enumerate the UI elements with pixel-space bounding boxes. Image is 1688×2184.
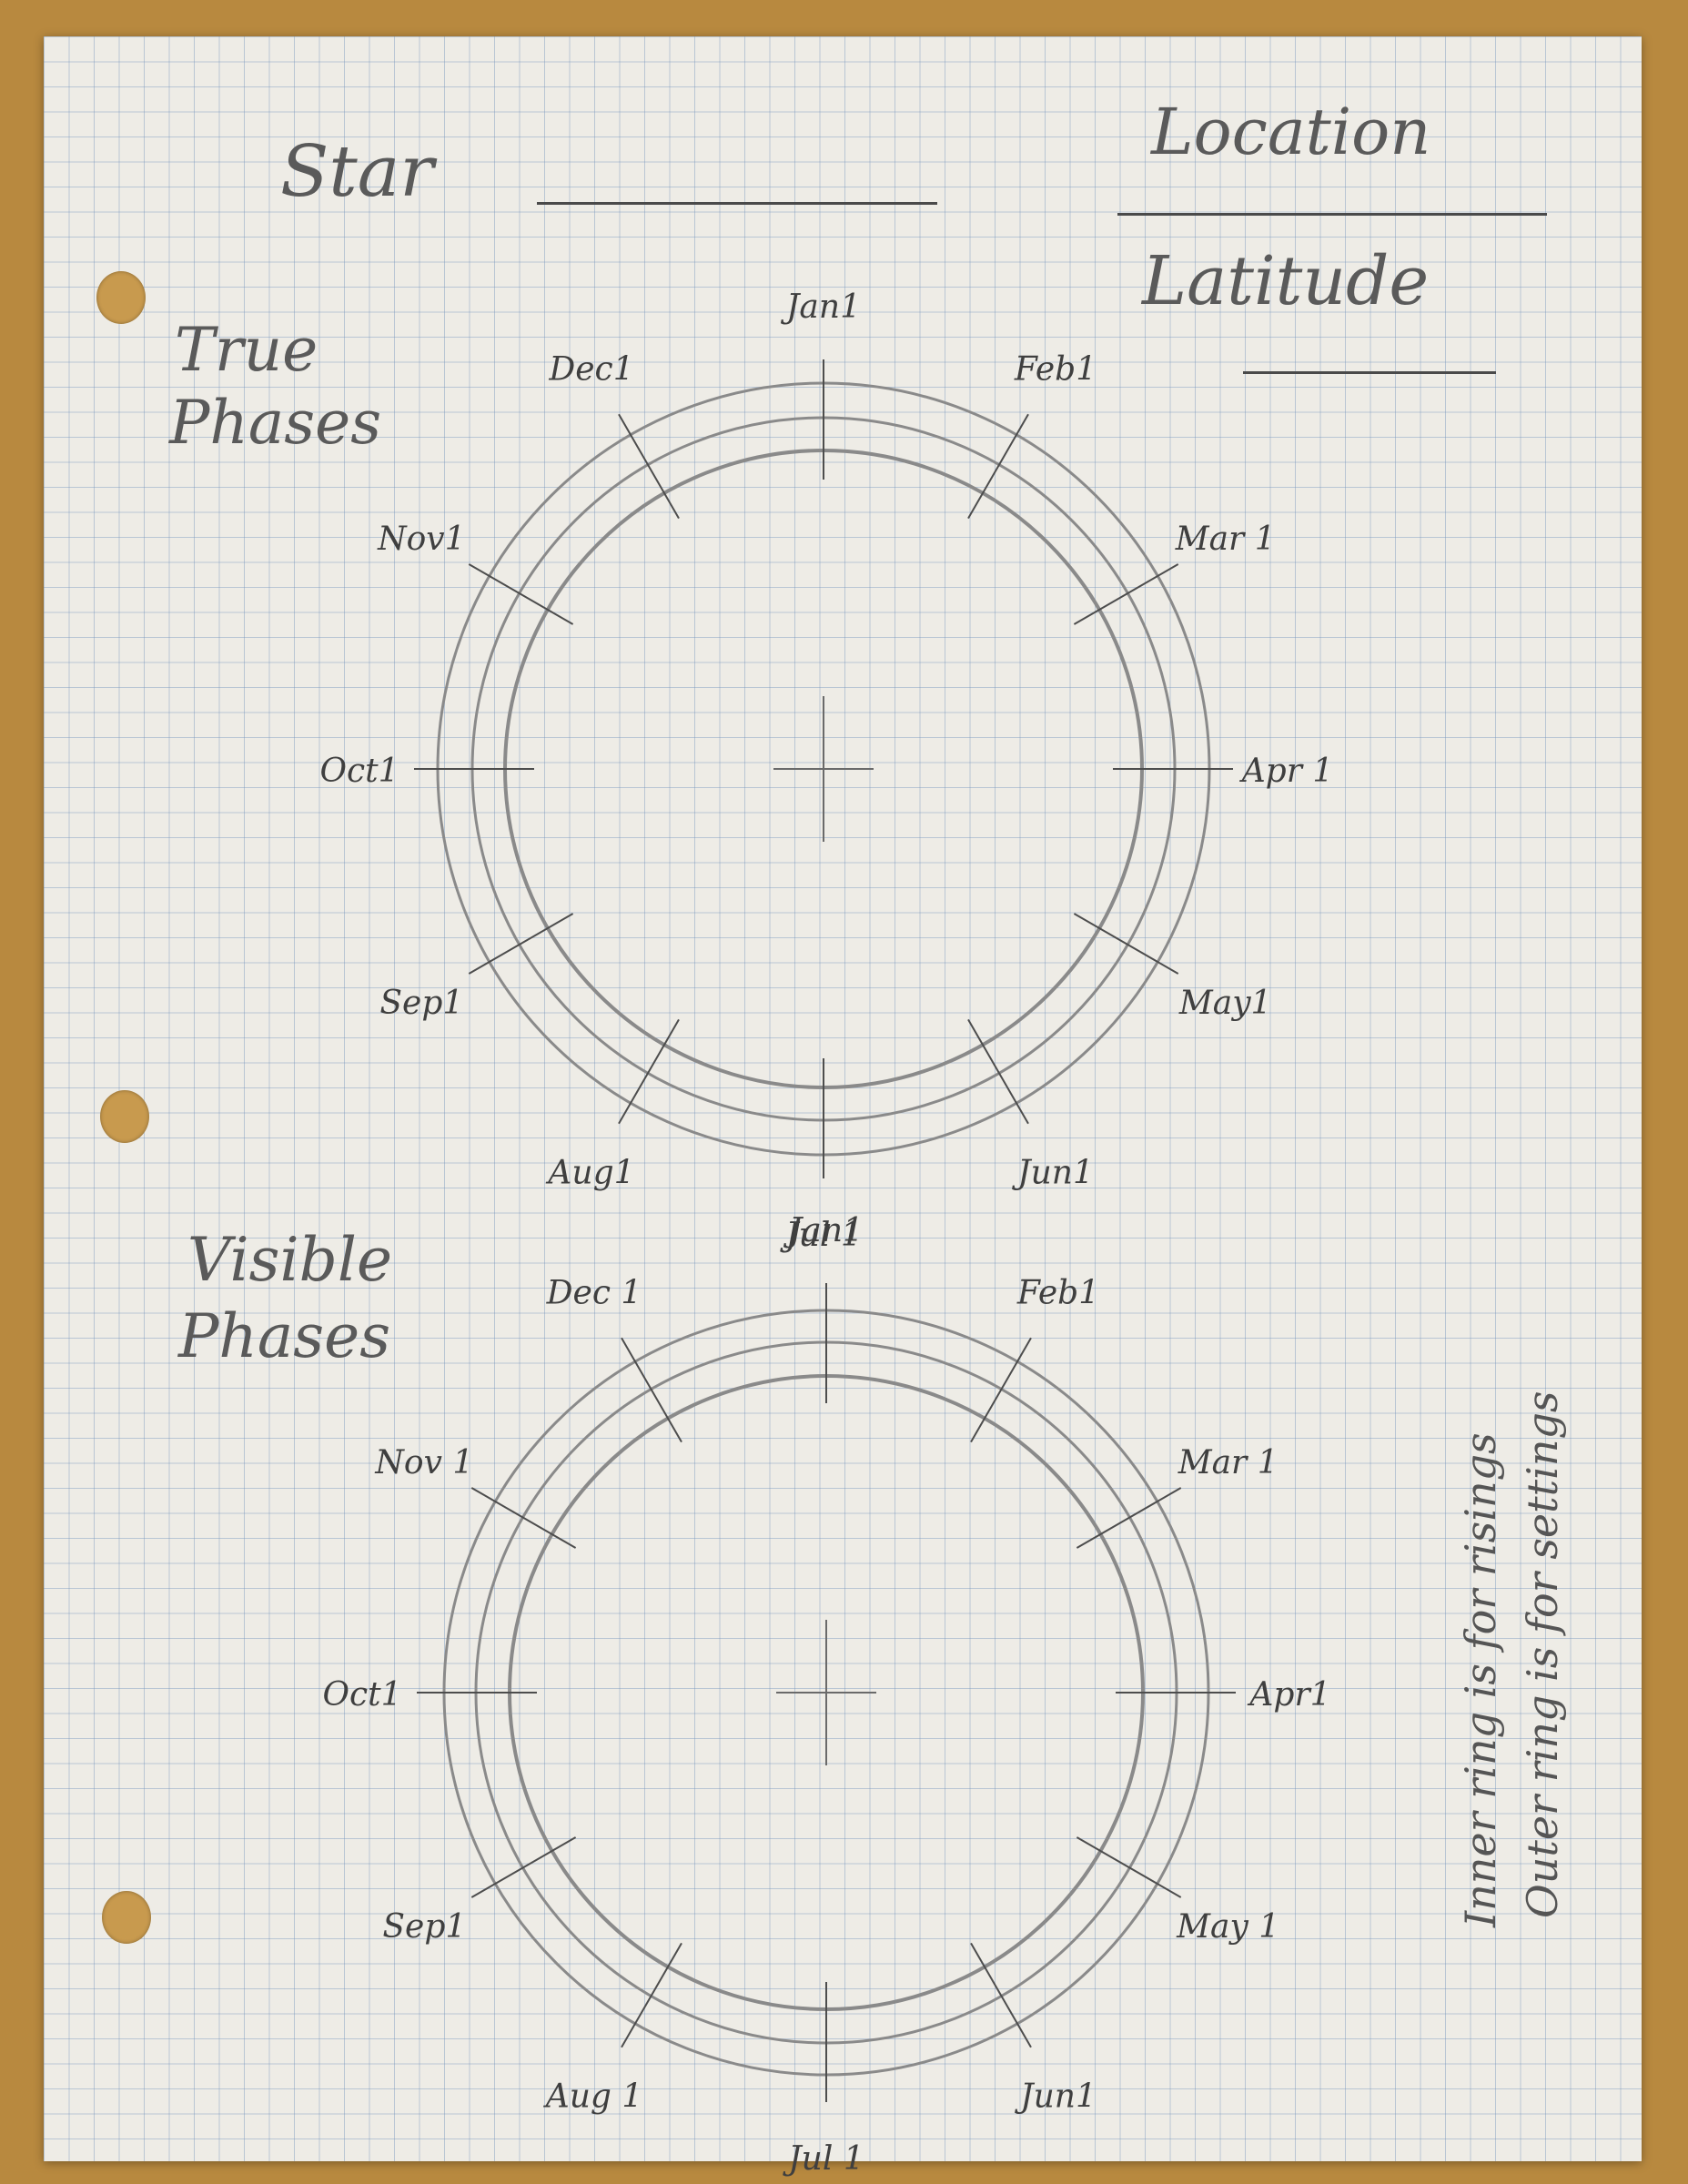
month-label: Mar 1 [1175,521,1276,558]
outer-ring-note: Outer ring is for settings [1518,1390,1567,1918]
star-label: Star [280,131,434,213]
month-label: Jun1 [1014,2078,1097,2116]
month-label: May 1 [1176,1908,1279,1946]
month-label: Jul 1 [782,2140,864,2178]
month-label: Jun1 [1011,1155,1094,1192]
graph-paper-sheet [44,36,1642,2161]
month-tick [470,1836,577,1898]
punch-hole-middle [100,1090,149,1143]
month-tick [468,563,574,625]
month-tick [621,1337,682,1443]
month-tick [470,1487,577,1549]
month-label: Jan1 [780,288,861,326]
month-label: Dec1 [548,350,633,388]
inner-ring-note: Inner ring is for risings [1456,1432,1505,1927]
true-phases-title-line1: True [175,315,318,385]
punch-hole-bottom [102,1891,151,1944]
month-label: Nov1 [377,521,465,558]
month-tick [970,1337,1032,1443]
month-label: Feb1 [1014,350,1097,388]
visible-phases-title-line1: Visible [187,1225,393,1295]
month-tick [618,1018,680,1125]
month-label: Jul 1 [779,1217,861,1254]
month-tick [1073,563,1179,625]
month-tick [621,1942,682,2048]
month-label: Aug 1 [543,2078,643,2116]
month-label: Aug1 [545,1155,634,1192]
month-tick [618,413,680,520]
month-tick [1076,1487,1182,1549]
latitude-label: Latitude [1142,242,1430,320]
month-tick [1073,913,1179,975]
month-tick [1076,1836,1182,1898]
month-label: Apr1 [1247,1676,1330,1714]
latitude-blank-line [1243,371,1496,374]
month-label: Jan1 [783,1212,864,1249]
month-label: Mar 1 [1178,1444,1279,1481]
location-label: Location [1151,95,1431,169]
month-label: May1 [1178,985,1272,1022]
month-label: Feb1 [1016,1274,1099,1311]
month-tick [970,1942,1032,2048]
month-tick [468,913,574,975]
location-blank-line [1117,213,1547,216]
star-blank-line [537,202,937,205]
month-label: Nov 1 [374,1444,473,1481]
month-label: Apr 1 [1239,753,1334,790]
punch-hole-top [96,271,146,324]
visible-phases-title-line2: Phases [178,1301,391,1371]
month-label: Dec 1 [546,1274,642,1311]
month-tick [967,1018,1029,1125]
true-phases-title-line2: Phases [169,388,382,458]
month-label: Oct1 [319,753,399,790]
month-tick [967,413,1029,520]
month-label: Sep1 [382,1908,466,1946]
month-label: Oct1 [322,1676,401,1714]
month-label: Sep1 [379,985,463,1022]
